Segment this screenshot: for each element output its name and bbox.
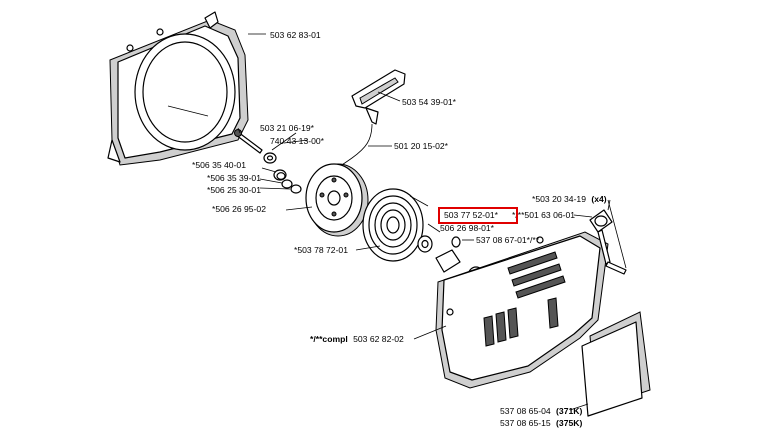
label-cover: */**compl 503 62 82-02 — [310, 334, 404, 344]
rope-pulley-part — [305, 163, 369, 237]
label-spring-cassette: 503 77 52-01* — [444, 210, 499, 220]
label-screw-1: 503 21 06-19* — [260, 123, 315, 133]
label-washer-1: 740 43 13-00* — [270, 136, 325, 146]
label-bolt: 537 08 67-01*/** — [476, 235, 540, 245]
highlight-box — [438, 207, 518, 224]
label-recoil-spring: *503 78 72-01 — [294, 245, 348, 255]
decal-plates-part — [581, 311, 651, 417]
part-labels: 503 62 83-01 503 54 39-01* 503 21 06-19*… — [192, 30, 607, 428]
label-eyelet: */**501 63 06-01 — [512, 210, 575, 220]
label-washer-2: *506 35 39-01 — [207, 173, 261, 183]
starter-handle-part — [325, 69, 406, 177]
starter-cover-part — [435, 231, 609, 389]
leader-lines — [167, 33, 611, 411]
label-housing-top: 503 62 83-01 — [270, 30, 321, 40]
label-plate-375: 537 08 65-15 (375K) — [500, 418, 582, 428]
label-washer-3: *506 25 30-01 — [207, 185, 261, 195]
recoil-spring-part — [362, 188, 429, 262]
label-bushing: 506 26 98-01* — [440, 223, 495, 233]
small-hardware-parts — [234, 129, 302, 194]
label-plate-371: 537 08 65-04 (371K) — [500, 406, 582, 416]
fan-housing-part — [107, 11, 249, 166]
label-spring-1: *506 35 40-01 — [192, 160, 246, 170]
label-rope: 501 20 15-02* — [394, 141, 449, 151]
label-pulley: *506 26 95-02 — [212, 204, 266, 214]
label-handle: 503 54 39-01* — [402, 97, 457, 107]
rope-eyelet-part — [589, 199, 627, 275]
label-screw-x4: *503 20 34-19 (x4) — [532, 194, 607, 204]
